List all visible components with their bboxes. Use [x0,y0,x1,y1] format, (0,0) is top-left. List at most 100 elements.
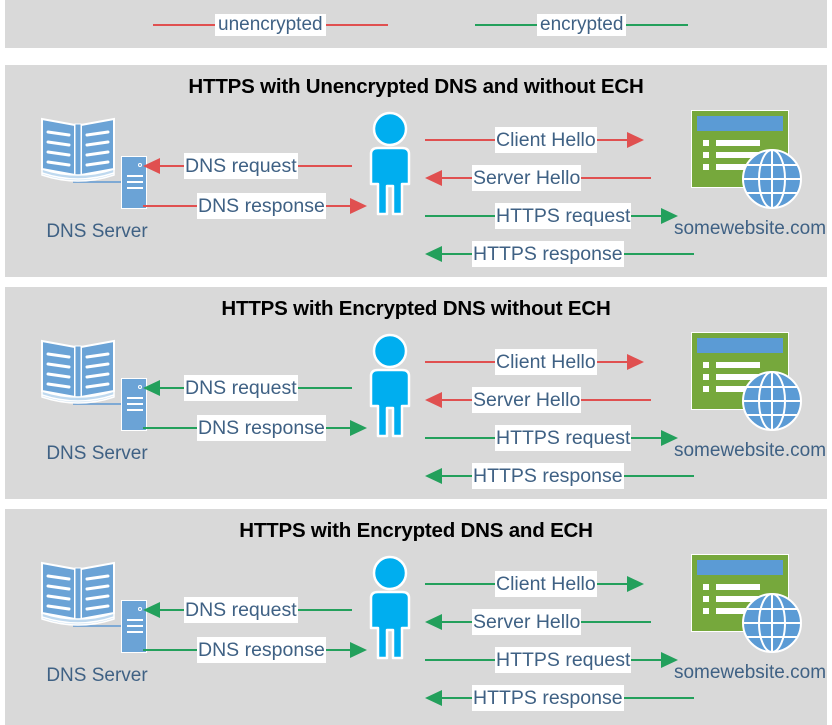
list-line [716,596,760,602]
arrowhead-right-icon [349,198,367,214]
server-tower-icon [121,378,147,431]
flow-label: DNS response [197,193,326,219]
legend-unencrypted-label: unencrypted [215,14,326,36]
arrowhead-left-icon [425,170,442,186]
list-bullet [703,374,709,380]
arrowhead-left-icon [425,690,442,706]
globe-icon [741,370,803,432]
list-bullet [703,608,709,614]
arrowhead-right-icon [626,354,644,370]
server-led [138,385,142,389]
flow-client-hello: Client Hello [425,349,681,375]
flow-line [160,387,184,389]
server-tower-icon [121,600,147,653]
website-node: somewebsite.com [674,332,826,482]
browser-titlebar [697,116,783,131]
server-slot [127,631,143,633]
list-bullet [703,584,709,590]
flow-line [442,399,472,401]
website-label: somewebsite.com [673,218,827,239]
diagram-panel: HTTPS with Encrypted DNS without ECH [5,287,827,499]
flow-line [596,139,627,141]
flow-line [581,177,652,179]
flow-server-hello: Server Hello [425,165,681,191]
legend-unencrypted-line-right [325,24,388,26]
client-person-icon [357,332,423,440]
legend-encrypted-line-right [626,24,689,26]
flow-line [631,215,662,217]
flow-label: HTTPS response [472,241,624,267]
flow-https-response: HTTPS response [425,685,694,711]
flow-dns-request: DNS request [143,153,357,179]
flow-line [325,649,350,651]
directory-book-icon [39,113,117,185]
list-line [716,140,760,146]
list-bullet [703,386,709,392]
flow-line [442,177,472,179]
legend: unencrypted encrypted [5,0,827,48]
flow-line [297,165,352,167]
arrowhead-left-icon [143,380,160,396]
website-label: somewebsite.com [673,662,827,683]
arrowhead-right-icon [661,430,679,446]
flow-line [581,621,652,623]
website-node: somewebsite.com [674,110,826,260]
server-slot [127,187,143,189]
flow-line [623,475,694,477]
flow-line [425,659,495,661]
flow-line [297,609,352,611]
dns-server-node: DNS Server [33,335,161,480]
flow-label: DNS request [184,153,298,179]
legend-encrypted-line [475,24,537,26]
list-line [716,362,760,368]
diagram-panel: HTTPS with Encrypted DNS and ECH [5,509,827,725]
diagram-panel: HTTPS with Unencrypted DNS and without E… [5,65,827,277]
flow-dns-response: DNS response [143,193,367,219]
server-slot [127,175,143,177]
flow-line [143,427,197,429]
list-line [716,584,760,590]
directory-book-icon [39,335,117,407]
flow-dns-request: DNS request [143,375,357,401]
flow-line [631,659,662,661]
server-slot [127,625,143,627]
legend-unencrypted-line [153,24,215,26]
server-led [138,163,142,167]
panel-title: HTTPS with Encrypted DNS and ECH [239,519,593,542]
flow-line [297,387,352,389]
flow-label: HTTPS request [495,647,632,673]
panel-title: HTTPS with Encrypted DNS without ECH [221,297,611,320]
flow-dns-response: DNS response [143,637,367,663]
flow-line [143,205,197,207]
flow-label: Server Hello [472,609,582,635]
flow-line [442,475,472,477]
client-person-icon [357,110,423,218]
flow-line [425,215,495,217]
server-slot [127,619,143,621]
server-slot [127,403,143,405]
flow-dns-response: DNS response [143,415,367,441]
flow-line [325,205,350,207]
flow-line [596,361,627,363]
arrowhead-left-icon [143,158,160,174]
flow-line [425,437,495,439]
flow-line [425,361,495,363]
client-person-icon [357,554,423,662]
list-bullet [703,362,709,368]
flow-https-response: HTTPS response [425,241,694,267]
flow-label: HTTPS request [495,425,632,451]
legend-encrypted-label: encrypted [537,14,627,36]
flow-label: DNS request [184,597,298,623]
panel-title: HTTPS with Unencrypted DNS and without E… [188,75,644,98]
list-bullet [703,140,709,146]
flow-label: HTTPS response [472,685,624,711]
server-slot [127,181,143,183]
arrowhead-right-icon [349,642,367,658]
flow-line [143,649,197,651]
list-bullet [703,596,709,602]
website-node: somewebsite.com [674,554,826,704]
arrowhead-left-icon [425,614,442,630]
server-led [138,607,142,611]
arrowhead-left-icon [143,602,160,618]
